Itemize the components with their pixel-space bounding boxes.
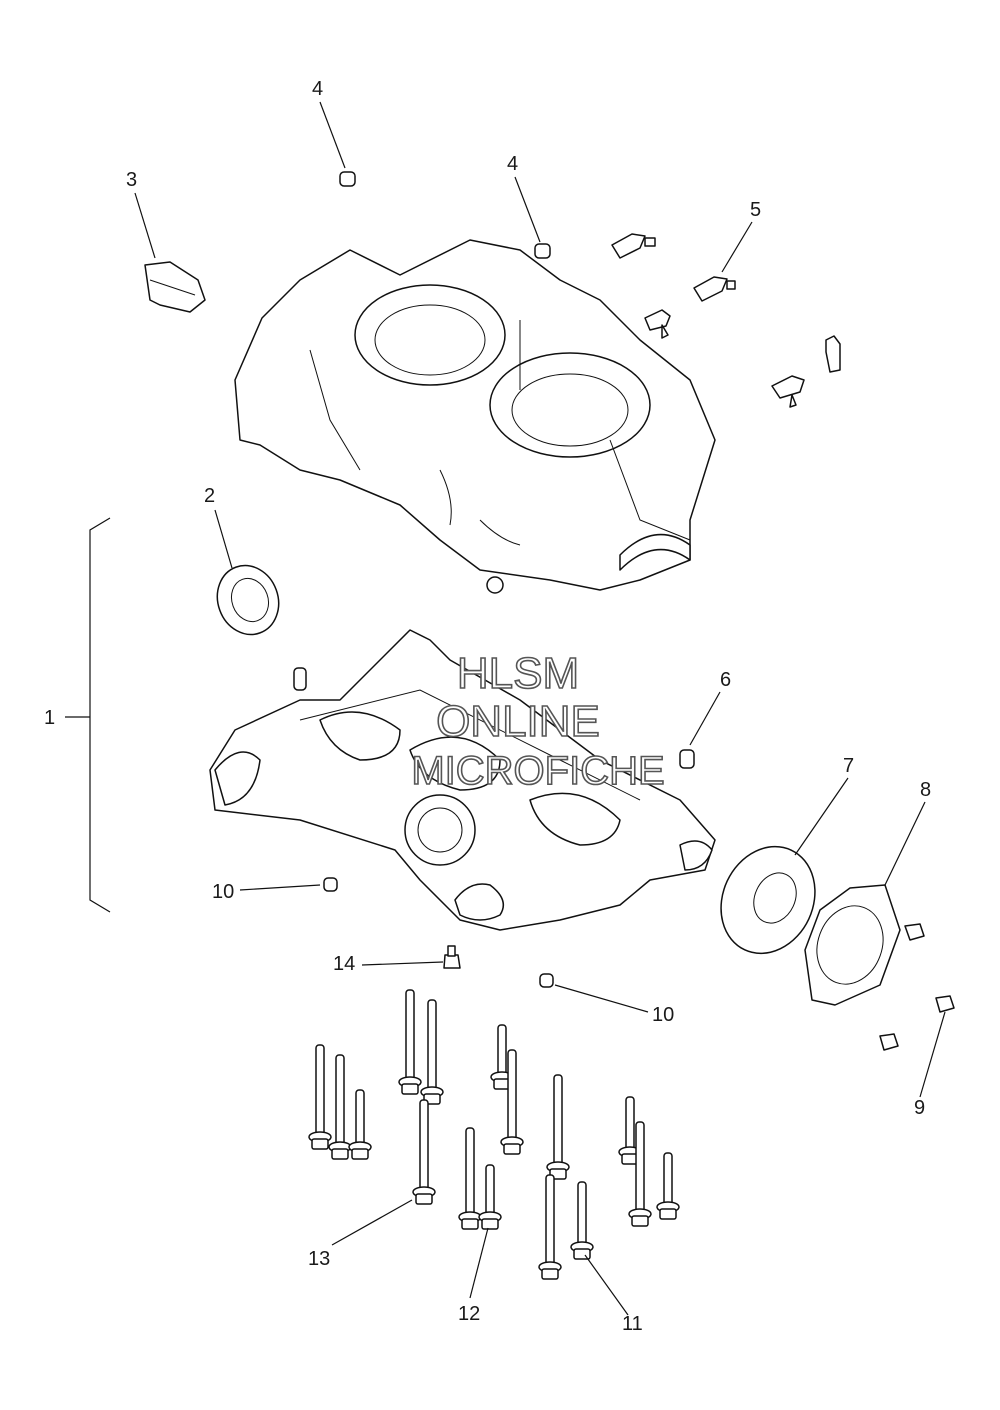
screws-part-9 bbox=[879, 923, 955, 1051]
callout-7: 7 bbox=[843, 755, 854, 777]
dowel-pin bbox=[293, 667, 307, 691]
fittings-part-5 bbox=[611, 233, 841, 408]
cover-part-8 bbox=[804, 884, 901, 1006]
watermark-line-2: ONLINE bbox=[436, 697, 600, 746]
screw-part-14 bbox=[443, 945, 461, 969]
bolt bbox=[500, 1049, 524, 1155]
callout-11: 11 bbox=[622, 1313, 643, 1335]
bolt bbox=[348, 1089, 372, 1160]
upper-crankcase bbox=[234, 239, 716, 594]
lower-crankcase bbox=[209, 629, 716, 931]
dowel-part-10a bbox=[323, 877, 338, 892]
callout-5: 5 bbox=[750, 199, 761, 221]
bolt bbox=[420, 999, 444, 1105]
callout-14: 14 bbox=[333, 953, 355, 975]
bolts-group bbox=[308, 989, 680, 1280]
callout-10b: 10 bbox=[652, 1004, 674, 1026]
callout-12: 12 bbox=[458, 1303, 480, 1325]
bolt bbox=[570, 1181, 594, 1260]
callout-13: 13 bbox=[308, 1248, 330, 1270]
callout-3: 3 bbox=[126, 169, 137, 191]
watermark: HLSM ONLINE MICROFICHE bbox=[411, 648, 666, 794]
callout-10a: 10 bbox=[212, 881, 234, 903]
dowel-part-10b bbox=[539, 973, 554, 988]
callout-6: 6 bbox=[720, 669, 731, 691]
bolt bbox=[546, 1074, 570, 1180]
bolt bbox=[308, 1044, 332, 1150]
callout-9: 9 bbox=[914, 1097, 925, 1119]
bolt bbox=[398, 989, 422, 1095]
watermark-line-1: HLSM bbox=[457, 649, 579, 698]
watermark-line-3: MICROFICHE bbox=[411, 749, 664, 793]
callout-4a: 4 bbox=[312, 78, 323, 100]
bolt bbox=[458, 1127, 482, 1230]
bolt bbox=[628, 1121, 652, 1227]
dowel-part-6 bbox=[679, 749, 695, 769]
seal-plate-part-7 bbox=[720, 845, 816, 955]
bolt bbox=[656, 1152, 680, 1220]
seal-part-2 bbox=[216, 564, 280, 636]
plug-part-4b bbox=[534, 243, 551, 259]
bolt bbox=[328, 1054, 352, 1160]
callout-labels: 1 2 3 4 4 5 6 7 8 9 10 10 11 12 13 14 bbox=[44, 78, 931, 1335]
callout-1: 1 bbox=[44, 707, 55, 729]
callout-8: 8 bbox=[920, 779, 931, 801]
callout-2: 2 bbox=[204, 485, 215, 507]
bolt bbox=[478, 1164, 502, 1230]
sensor-part-3 bbox=[144, 261, 206, 313]
plug-part-4a bbox=[339, 171, 356, 187]
leader-lines bbox=[65, 101, 946, 1316]
callout-4b: 4 bbox=[507, 153, 518, 175]
bolt bbox=[538, 1174, 562, 1280]
bolt bbox=[412, 1099, 436, 1205]
